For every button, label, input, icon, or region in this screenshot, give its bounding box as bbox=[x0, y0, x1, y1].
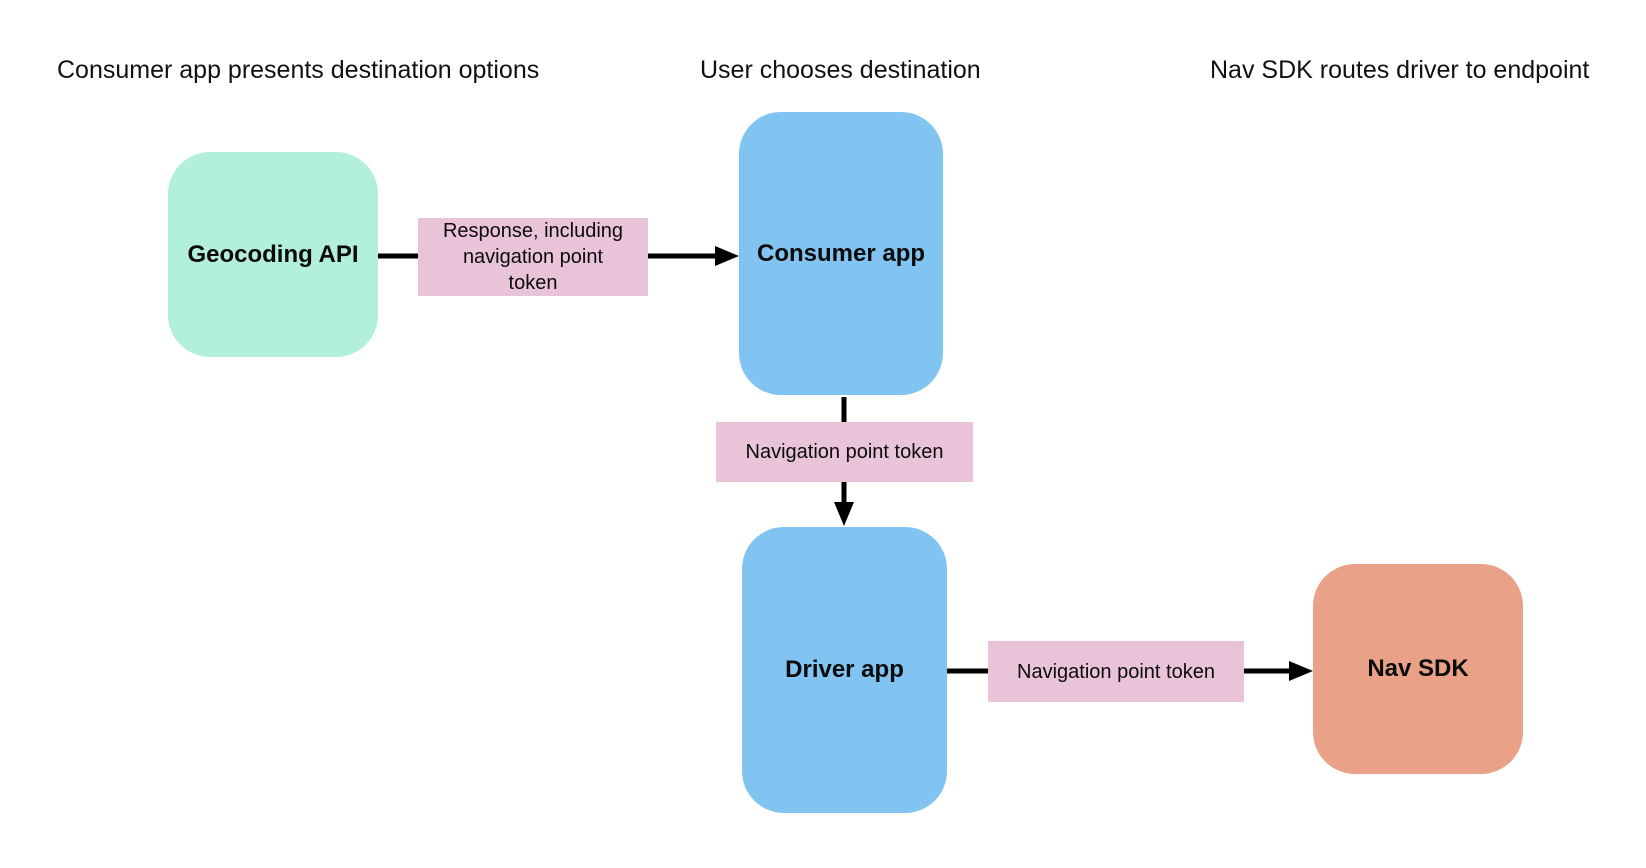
phase-header-consumer-presents: Consumer app presents destination option… bbox=[57, 56, 540, 84]
edge-label-nav-token-1-text: Navigation point token bbox=[745, 441, 944, 463]
arrowhead-right-icon bbox=[1289, 661, 1313, 681]
node-geocoding-api-label: Geocoding API bbox=[187, 240, 359, 268]
arrowhead-right-icon bbox=[715, 246, 739, 266]
edge-label-response-text: Response, including navigation point tok… bbox=[442, 220, 624, 294]
arrowhead-down-icon bbox=[834, 502, 854, 526]
node-consumer-app-label: Consumer app bbox=[756, 239, 926, 267]
node-geocoding-api: Geocoding API bbox=[168, 152, 378, 357]
node-nav-sdk: Nav SDK bbox=[1313, 564, 1523, 774]
node-driver-app: Driver app bbox=[742, 527, 947, 813]
node-consumer-app: Consumer app bbox=[739, 112, 943, 395]
phase-header-user-chooses: User chooses destination bbox=[700, 56, 981, 84]
node-driver-app-label: Driver app bbox=[785, 656, 904, 683]
edge-label-navigation-point-token-driver-navsdk: Navigation point token bbox=[988, 641, 1244, 702]
node-nav-sdk-label: Nav SDK bbox=[1367, 655, 1469, 682]
edge-label-navigation-point-token-consumer-driver: Navigation point token bbox=[716, 422, 973, 482]
phase-header-navsdk-routes: Nav SDK routes driver to endpoint bbox=[1210, 56, 1590, 84]
edge-label-nav-token-2-text: Navigation point token bbox=[1017, 660, 1215, 683]
edge-label-response-including-token: Response, including navigation point tok… bbox=[418, 218, 648, 296]
